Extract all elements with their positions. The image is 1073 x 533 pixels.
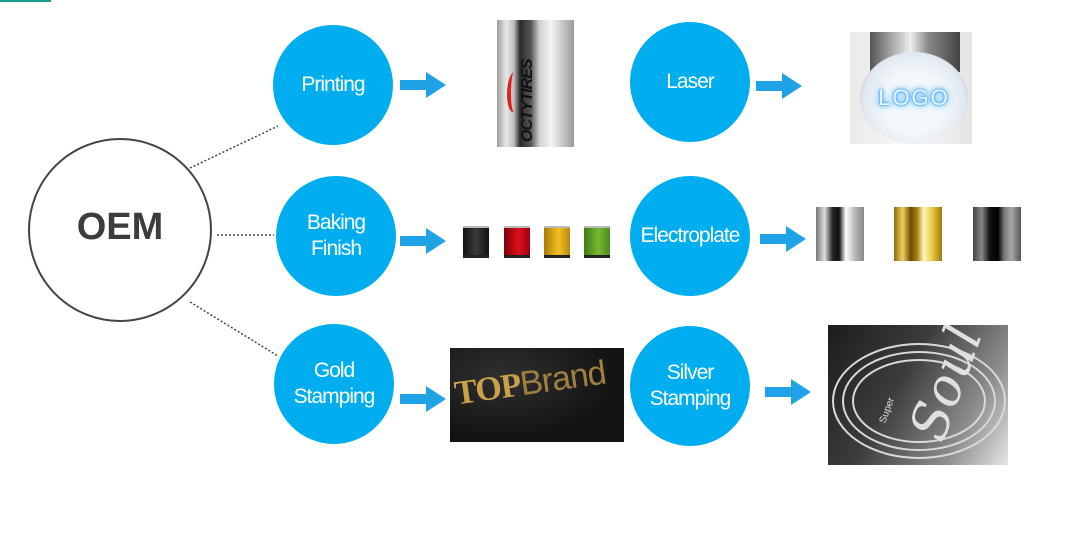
process-baking-finish: Baking Finish	[276, 176, 396, 296]
gunmetal-cylinder	[973, 207, 1021, 261]
gold-stamping-example-image: TOPBrand	[450, 348, 624, 442]
green-cap-swatch	[584, 226, 610, 258]
process-label: Silver Stamping	[649, 361, 732, 410]
arrow-icon	[760, 226, 806, 252]
process-label: Baking Finish	[306, 211, 366, 260]
ring	[832, 343, 1006, 459]
oem-root-node: OEM	[28, 138, 212, 322]
process-printing: Printing	[273, 25, 393, 145]
black-cap-swatch	[463, 226, 489, 258]
process-label: Printing	[301, 73, 365, 96]
top-accent-bar	[0, 0, 51, 2]
process-label: Electroplate	[640, 224, 741, 247]
stamp-text-brand: Brand	[517, 353, 608, 404]
ring	[852, 359, 986, 443]
yellow-cap-swatch	[544, 226, 570, 258]
ring	[842, 351, 996, 451]
laser-logo-text: LOGO	[878, 85, 950, 110]
process-laser: Laser	[630, 22, 750, 142]
stamp-text-top: TOP	[452, 366, 523, 413]
gold-cylinder	[894, 207, 942, 261]
process-label: Laser	[666, 70, 715, 93]
silver-stamping-example-image: Soul Super	[828, 325, 1008, 465]
printed-brand-text: OCTYTIRES	[519, 59, 536, 142]
arrow-icon	[400, 228, 446, 254]
process-electroplate: Electroplate	[630, 176, 750, 296]
process-label: Gold Stamping	[293, 359, 376, 408]
oem-label: OEM	[76, 205, 164, 248]
arrow-icon	[400, 386, 446, 412]
pen-cap: LOGO	[860, 52, 968, 144]
arrow-icon	[765, 379, 811, 405]
connector-printing	[189, 125, 279, 169]
process-gold-stamping: Gold Stamping	[274, 324, 394, 444]
arrow-icon	[756, 73, 802, 99]
laser-example-image: LOGO	[850, 32, 972, 144]
red-cap-swatch	[504, 226, 530, 258]
connector-gold	[189, 301, 279, 357]
arrow-icon	[400, 72, 446, 98]
printing-example-image: OCTYTIRES	[497, 20, 574, 147]
silver-cylinder	[816, 207, 864, 261]
process-silver-stamping: Silver Stamping	[630, 326, 750, 446]
